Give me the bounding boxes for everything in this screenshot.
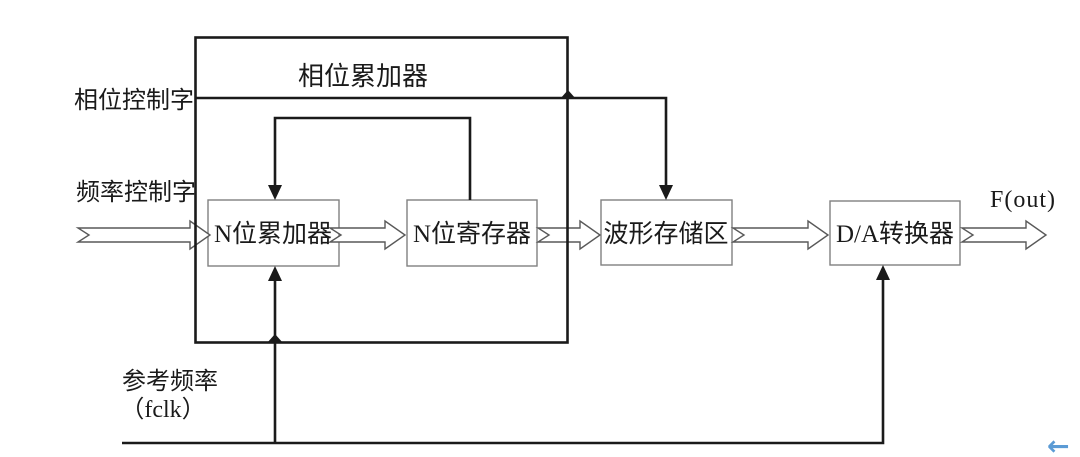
arrowhead-into-accumulator-bottom <box>268 266 282 281</box>
reference-frequency-fclk-label: （fclk） <box>120 397 205 423</box>
input-block-arrow <box>75 219 212 251</box>
accumulator-to-register-arrow <box>327 219 407 251</box>
reference-frequency-label: 参考频率 <box>122 368 218 395</box>
phase-control-word-label: 相位控制字 <box>74 87 194 114</box>
dac-box <box>829 200 961 266</box>
arrowhead-into-dac-bottom <box>876 265 890 280</box>
back-arrow-icon[interactable]: ← <box>1047 431 1070 457</box>
dac-label: D/A转换器 <box>836 220 954 248</box>
phase-accumulator-title: 相位累加器 <box>298 62 428 91</box>
output-label: F(out) <box>990 187 1056 213</box>
output-block-arrow <box>959 219 1048 251</box>
clock-line <box>122 279 885 445</box>
accumulator-label: N位累加器 <box>214 220 332 248</box>
frequency-control-word-label: 频率控制字 <box>76 179 196 206</box>
register-to-waveform-arrow <box>535 219 602 251</box>
waveform-to-dac-arrow <box>730 219 830 251</box>
line-hop-bottom-edge <box>267 334 283 343</box>
accumulator-box <box>207 199 340 267</box>
line-hop-right-edge <box>560 90 576 99</box>
connector-lines <box>122 96 885 445</box>
arrowhead-into-accumulator-top <box>268 185 282 200</box>
register-label: N位寄存器 <box>413 220 531 248</box>
arrowheads <box>267 90 890 343</box>
feedback-line <box>273 116 472 200</box>
register-box <box>406 199 538 267</box>
function-boxes <box>207 199 961 267</box>
waveform-memory-label: 波形存储区 <box>603 220 728 248</box>
arrowhead-into-waveform <box>659 185 673 200</box>
phase-control-line <box>196 96 668 188</box>
waveform-memory-box <box>600 199 733 266</box>
phase-accumulator-outline <box>194 36 569 344</box>
signal-path-arrows <box>75 219 1048 251</box>
